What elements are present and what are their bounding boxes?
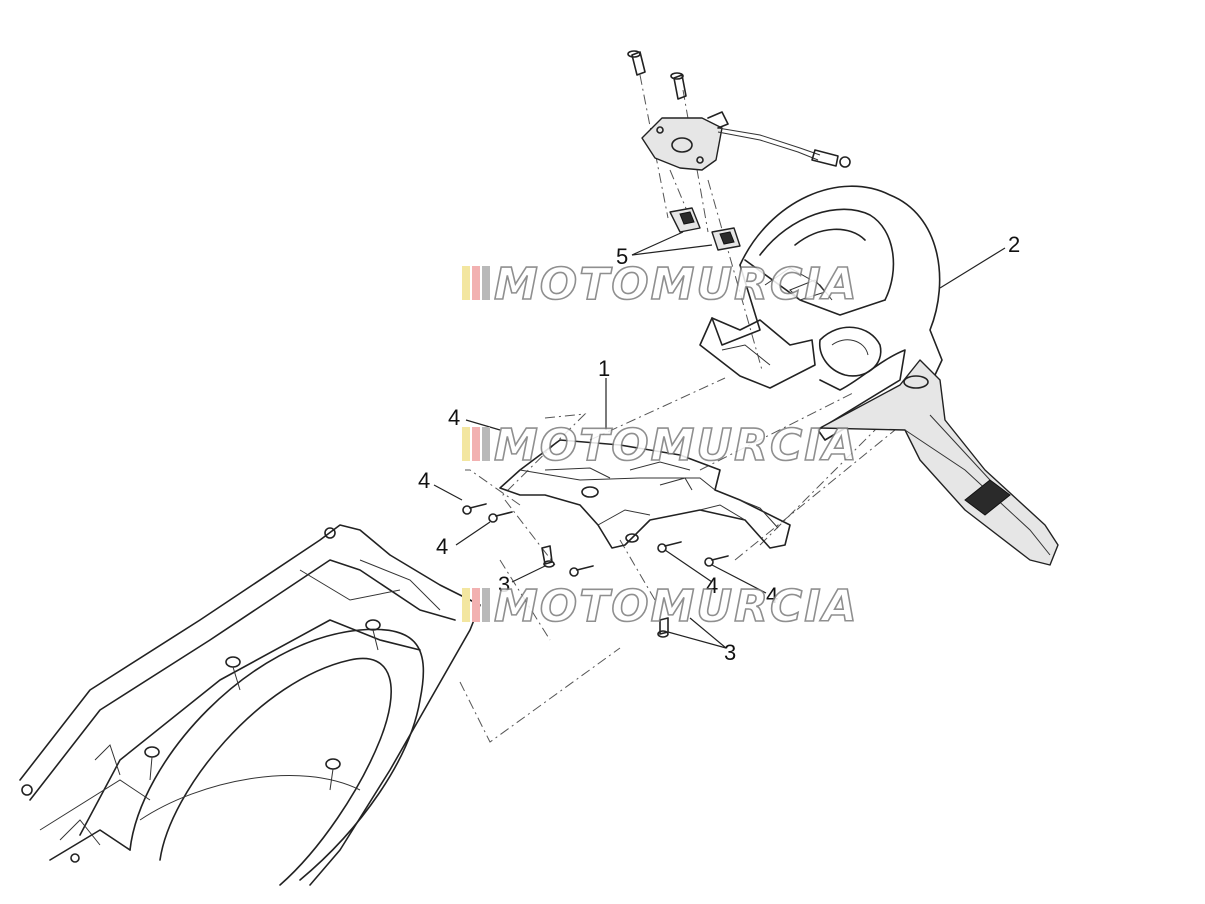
rear-bracket-part-1 [499, 439, 791, 549]
watermark-stripe [482, 427, 490, 461]
callout-leader-lines [433, 231, 1006, 649]
watermark-stripe [482, 588, 490, 622]
watermark-stripe [472, 588, 480, 622]
watermark-stripe [482, 266, 490, 300]
callout-4: 4 [418, 468, 430, 493]
watermark-stripe [462, 588, 470, 622]
callout-4: 4 [706, 573, 718, 598]
callout-3: 3 [498, 572, 510, 597]
screw [541, 545, 555, 568]
watermark-motomurcia: MOTOMURCIA [462, 580, 859, 633]
grommet [225, 656, 241, 668]
callout-numbers: 1 2 3 3 4 4 4 4 4 5 [418, 232, 1020, 665]
watermark-stripe [462, 266, 470, 300]
callout-1: 1 [598, 356, 610, 381]
callout-2: 2 [1008, 232, 1020, 257]
watermark-stripe [472, 427, 480, 461]
watermark-text: MOTOMURCIA [494, 420, 859, 471]
screw [462, 503, 487, 515]
watermark-motomurcia: MOTOMURCIA [462, 419, 859, 472]
callout-5: 5 [616, 244, 628, 269]
screw [657, 541, 682, 553]
screw [488, 511, 513, 523]
screw [569, 565, 594, 577]
watermark-text: MOTOMURCIA [494, 259, 859, 310]
rear-frame-seat-base [19, 524, 481, 886]
callout-3: 3 [724, 640, 736, 665]
watermark-motomurcia: MOTOMURCIA [462, 258, 859, 311]
grommet [325, 758, 341, 770]
rear-mudguard-part-2 [699, 185, 1059, 566]
assembly-centre-lines [459, 74, 896, 743]
clip-nuts-part-5 [669, 207, 741, 251]
screw [704, 555, 729, 567]
grommet [144, 746, 160, 758]
callout-4: 4 [766, 583, 778, 608]
watermark-text: MOTOMURCIA [494, 581, 859, 632]
watermark-stripe [472, 266, 480, 300]
grommet [365, 619, 381, 631]
screws-part-4-and-3 [462, 503, 729, 638]
top-screws [627, 50, 687, 100]
callout-4: 4 [436, 534, 448, 559]
watermark-stripe [462, 427, 470, 461]
seat-lock-with-cable [641, 111, 851, 171]
callout-4: 4 [448, 405, 460, 430]
